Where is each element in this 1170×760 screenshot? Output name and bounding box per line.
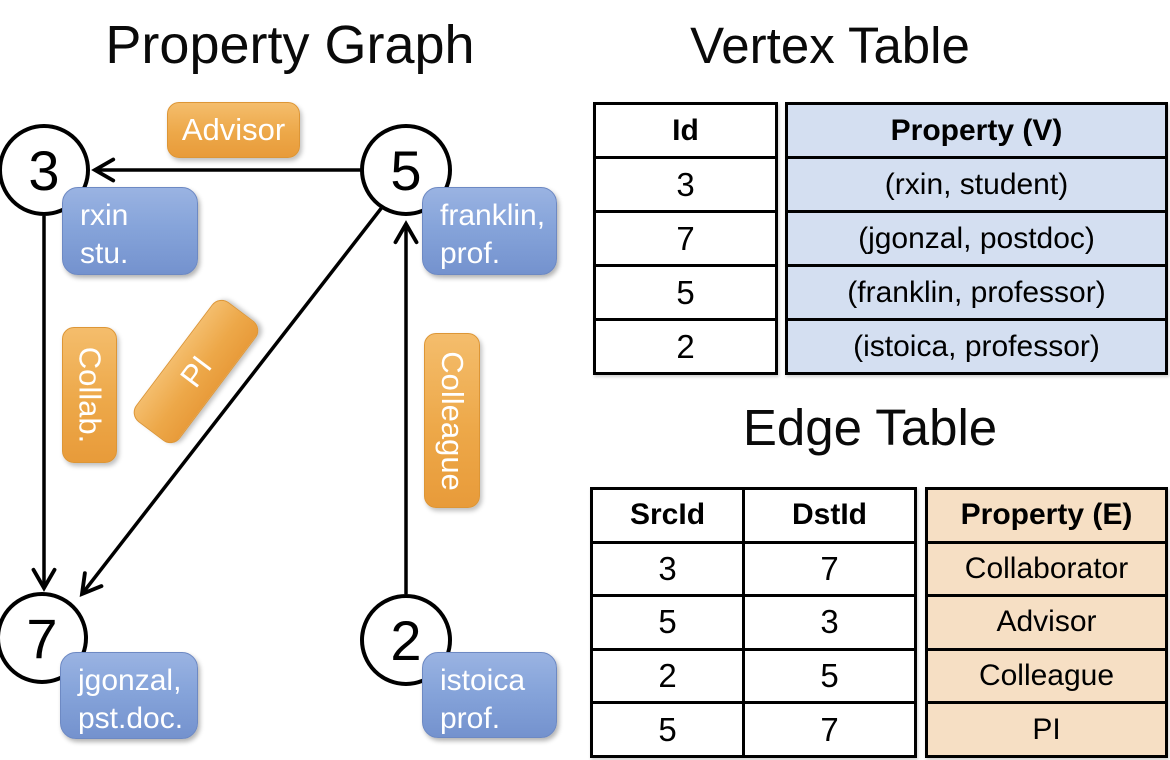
vertex-property-5-line1: franklin, bbox=[440, 199, 546, 232]
edge-table-dstid-cell: 7 bbox=[742, 704, 914, 755]
edge-table-property-cell: Colleague bbox=[978, 659, 1115, 693]
vertex-node-2-id: 2 bbox=[390, 608, 422, 672]
vertex-table-id-cell: 2 bbox=[676, 327, 695, 365]
vertex-property-box-7: jgonzal, pst.doc. bbox=[60, 652, 198, 739]
vertex-property-box-5: franklin, prof. bbox=[422, 187, 557, 275]
vertex-property-box-3: rxin stu. bbox=[62, 187, 198, 275]
vertex-node-3-id: 3 bbox=[28, 138, 60, 202]
edge-table-title: Edge Table bbox=[742, 399, 998, 456]
vertex-table-property-cell: (jgonzal, postdoc) bbox=[858, 221, 1095, 255]
edge-table-id-columns: SrcId DstId 3 7 5 3 2 5 5 7 bbox=[590, 487, 917, 758]
edge-table-srcid-cell: 5 bbox=[658, 710, 677, 748]
edge-table-dstid-cell: 3 bbox=[742, 597, 914, 648]
edge-table-srcid-cell: 5 bbox=[658, 603, 677, 641]
edge-table-header-srcid: SrcId bbox=[629, 498, 706, 532]
graph-panel-title: Property Graph bbox=[105, 15, 475, 75]
edge-table-property-cell: Advisor bbox=[996, 605, 1097, 639]
vertex-property-3-line1: rxin bbox=[80, 199, 129, 232]
edge-table-property-cell: Collaborator bbox=[964, 551, 1129, 585]
vertex-table-header-property: Property (V) bbox=[890, 113, 1063, 147]
vertex-table-property-cell: (rxin, student) bbox=[884, 167, 1069, 201]
vertex-property-7-line1: jgonzal, bbox=[78, 664, 182, 697]
edge-table-header-property: Property (E) bbox=[960, 498, 1133, 532]
vertex-table-id-cell: 7 bbox=[676, 219, 695, 257]
vertex-table-id-cell: 3 bbox=[676, 165, 695, 203]
edge-table-header-dstid: DstId bbox=[742, 490, 914, 541]
vertex-property-3-line2: stu. bbox=[80, 237, 129, 270]
edge-label-colleague: Colleague bbox=[424, 333, 480, 508]
vertex-property-5-line2: prof. bbox=[440, 237, 501, 270]
vertex-property-2-line2: prof. bbox=[440, 702, 501, 735]
vertex-table-property-column: Property (V) (rxin, student) (jgonzal, p… bbox=[785, 102, 1168, 375]
vertex-table-property-cell: (istoica, professor) bbox=[853, 329, 1100, 363]
vertex-node-5-id: 5 bbox=[390, 138, 422, 202]
edge-table-dstid-cell: 5 bbox=[742, 650, 914, 702]
graph-edges-layer bbox=[31, 157, 419, 598]
edge-table-srcid-cell: 2 bbox=[658, 657, 677, 695]
edge-table-property-cell: PI bbox=[1032, 712, 1061, 746]
vertex-node-5: 5 bbox=[360, 124, 452, 216]
vertex-table-id-column: Id 3 7 5 2 bbox=[593, 102, 778, 375]
vertex-property-7-line2: pst.doc. bbox=[78, 702, 184, 735]
edge-label-advisor: Advisor bbox=[167, 102, 300, 158]
vertex-table-id-cell: 5 bbox=[676, 273, 695, 311]
edge-label-collab: Collab. bbox=[62, 327, 117, 463]
edge-table-dstid-cell: 7 bbox=[742, 543, 914, 595]
vertex-property-box-2: istoica prof. bbox=[422, 652, 557, 738]
edge-table-srcid-cell: 3 bbox=[658, 549, 677, 587]
edge-table-property-column: Property (E) Collaborator Advisor Collea… bbox=[925, 487, 1168, 758]
vertex-table-property-cell: (franklin, professor) bbox=[847, 275, 1106, 309]
edge-pi-arrow bbox=[79, 204, 385, 598]
vertex-node-7-id: 7 bbox=[26, 606, 58, 670]
vertex-property-2-line1: istoica bbox=[440, 664, 526, 697]
vertex-table-header-id: Id bbox=[672, 113, 699, 147]
vertex-table-title: Vertex Table bbox=[690, 17, 970, 74]
